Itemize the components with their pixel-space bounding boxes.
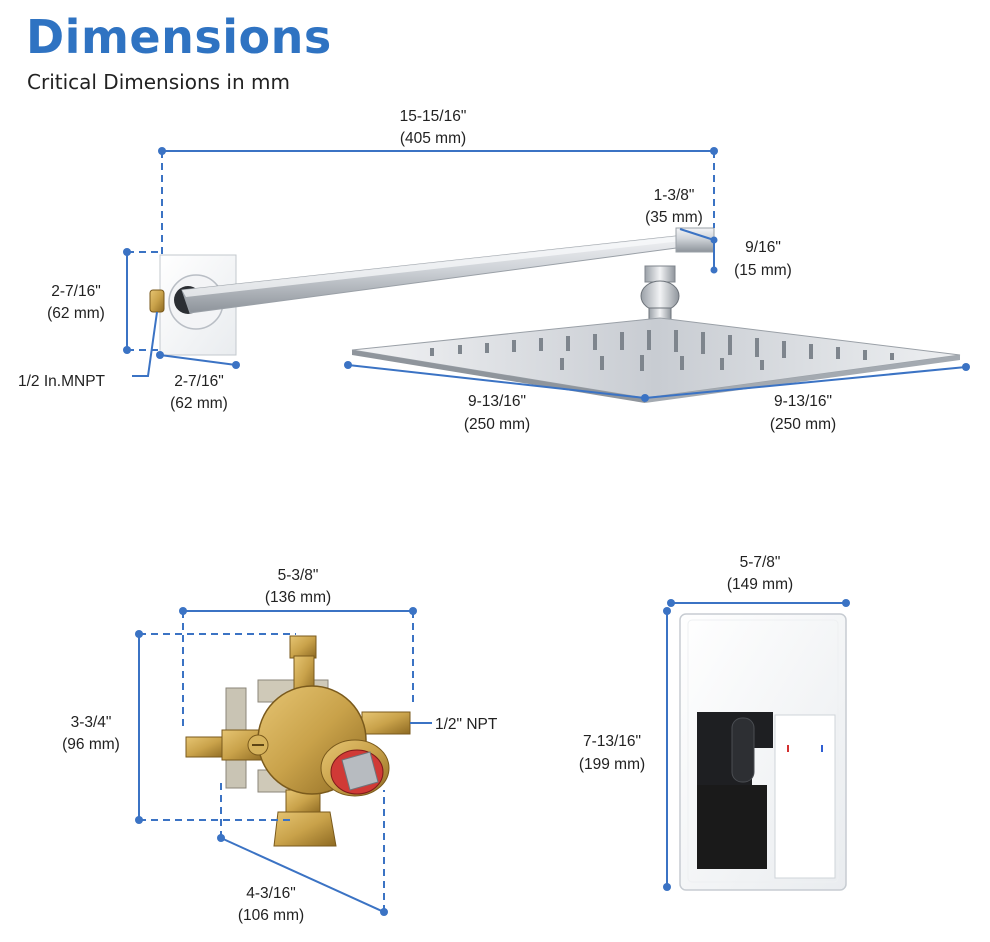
overall-length-mm: (405 mm) [400,130,466,147]
arm-dimensions [123,147,970,402]
handle-face [774,714,836,879]
shower-arm-illustration [149,227,961,403]
valve-width-mm: (136 mm) [265,589,331,606]
head-side-b-mm: (250 mm) [770,416,836,433]
trim-plate-illustration [679,613,847,891]
trim-height-mm: (199 mm) [579,756,645,773]
trim-width-in: 5-7/8" [740,554,781,571]
flange-height-in: 2-7/16" [51,283,100,300]
arm-end-mm: (35 mm) [645,209,703,226]
valve-depth-in: 4-3/16" [246,885,295,902]
spray-nozzles [430,330,894,371]
port-label: 1/2" NPT [435,716,498,733]
arm-end-in: 1-3/8" [654,187,695,204]
trim-height-in: 7-13/16" [583,733,641,750]
arm-end-block [675,227,715,253]
page-subtitle: Critical Dimensions in mm [27,70,290,94]
page-title: Dimensions [26,10,332,64]
thread-label: 1/2 In.MNPT [18,373,106,390]
valve-labels: 5-3/8" (136 mm) 3-3/4" (96 mm) 4-3/16" (… [62,567,498,924]
rain-shower-head [351,317,961,399]
head-side-a-line [347,364,646,399]
overall-length-in: 15-15/16" [400,108,467,125]
trim-dimensions [663,599,850,891]
flange-width-in: 2-7/16" [174,373,223,390]
head-side-a-in: 9-13/16" [468,393,526,410]
flange-width-mm: (62 mm) [170,395,228,412]
head-side-b-in: 9-13/16" [774,393,832,410]
flange-width-line [159,354,237,366]
arm-labels: 15-15/16" (405 mm) 1-3/8" (35 mm) 9/16" … [18,108,836,433]
valve-dimensions [135,607,432,916]
valve-height-in: 3-3/4" [71,714,112,731]
handle-base [697,785,767,869]
head-side-b-line [644,366,967,399]
valve-width-in: 5-3/8" [278,567,319,584]
arm-thickness-in: 9/16" [745,239,781,256]
valve-depth-mm: (106 mm) [238,907,304,924]
arm-end-line [679,228,715,241]
cartridge-stem [341,751,379,791]
ball-joint [640,280,680,312]
arm-thickness-mm: (15 mm) [734,262,792,279]
valve-height-mm: (96 mm) [62,736,120,753]
valve-depth-line [220,837,385,913]
head-side-a-mm: (250 mm) [464,416,530,433]
trim-labels: 5-7/8" (149 mm) 7-13/16" (199 mm) [579,554,793,773]
valve-illustration [185,635,411,847]
thread-leader [132,311,158,377]
trim-width-mm: (149 mm) [727,576,793,593]
ball-joint-nut [644,265,676,283]
flange-height-mm: (62 mm) [47,305,105,322]
mnpt-thread [149,289,165,313]
